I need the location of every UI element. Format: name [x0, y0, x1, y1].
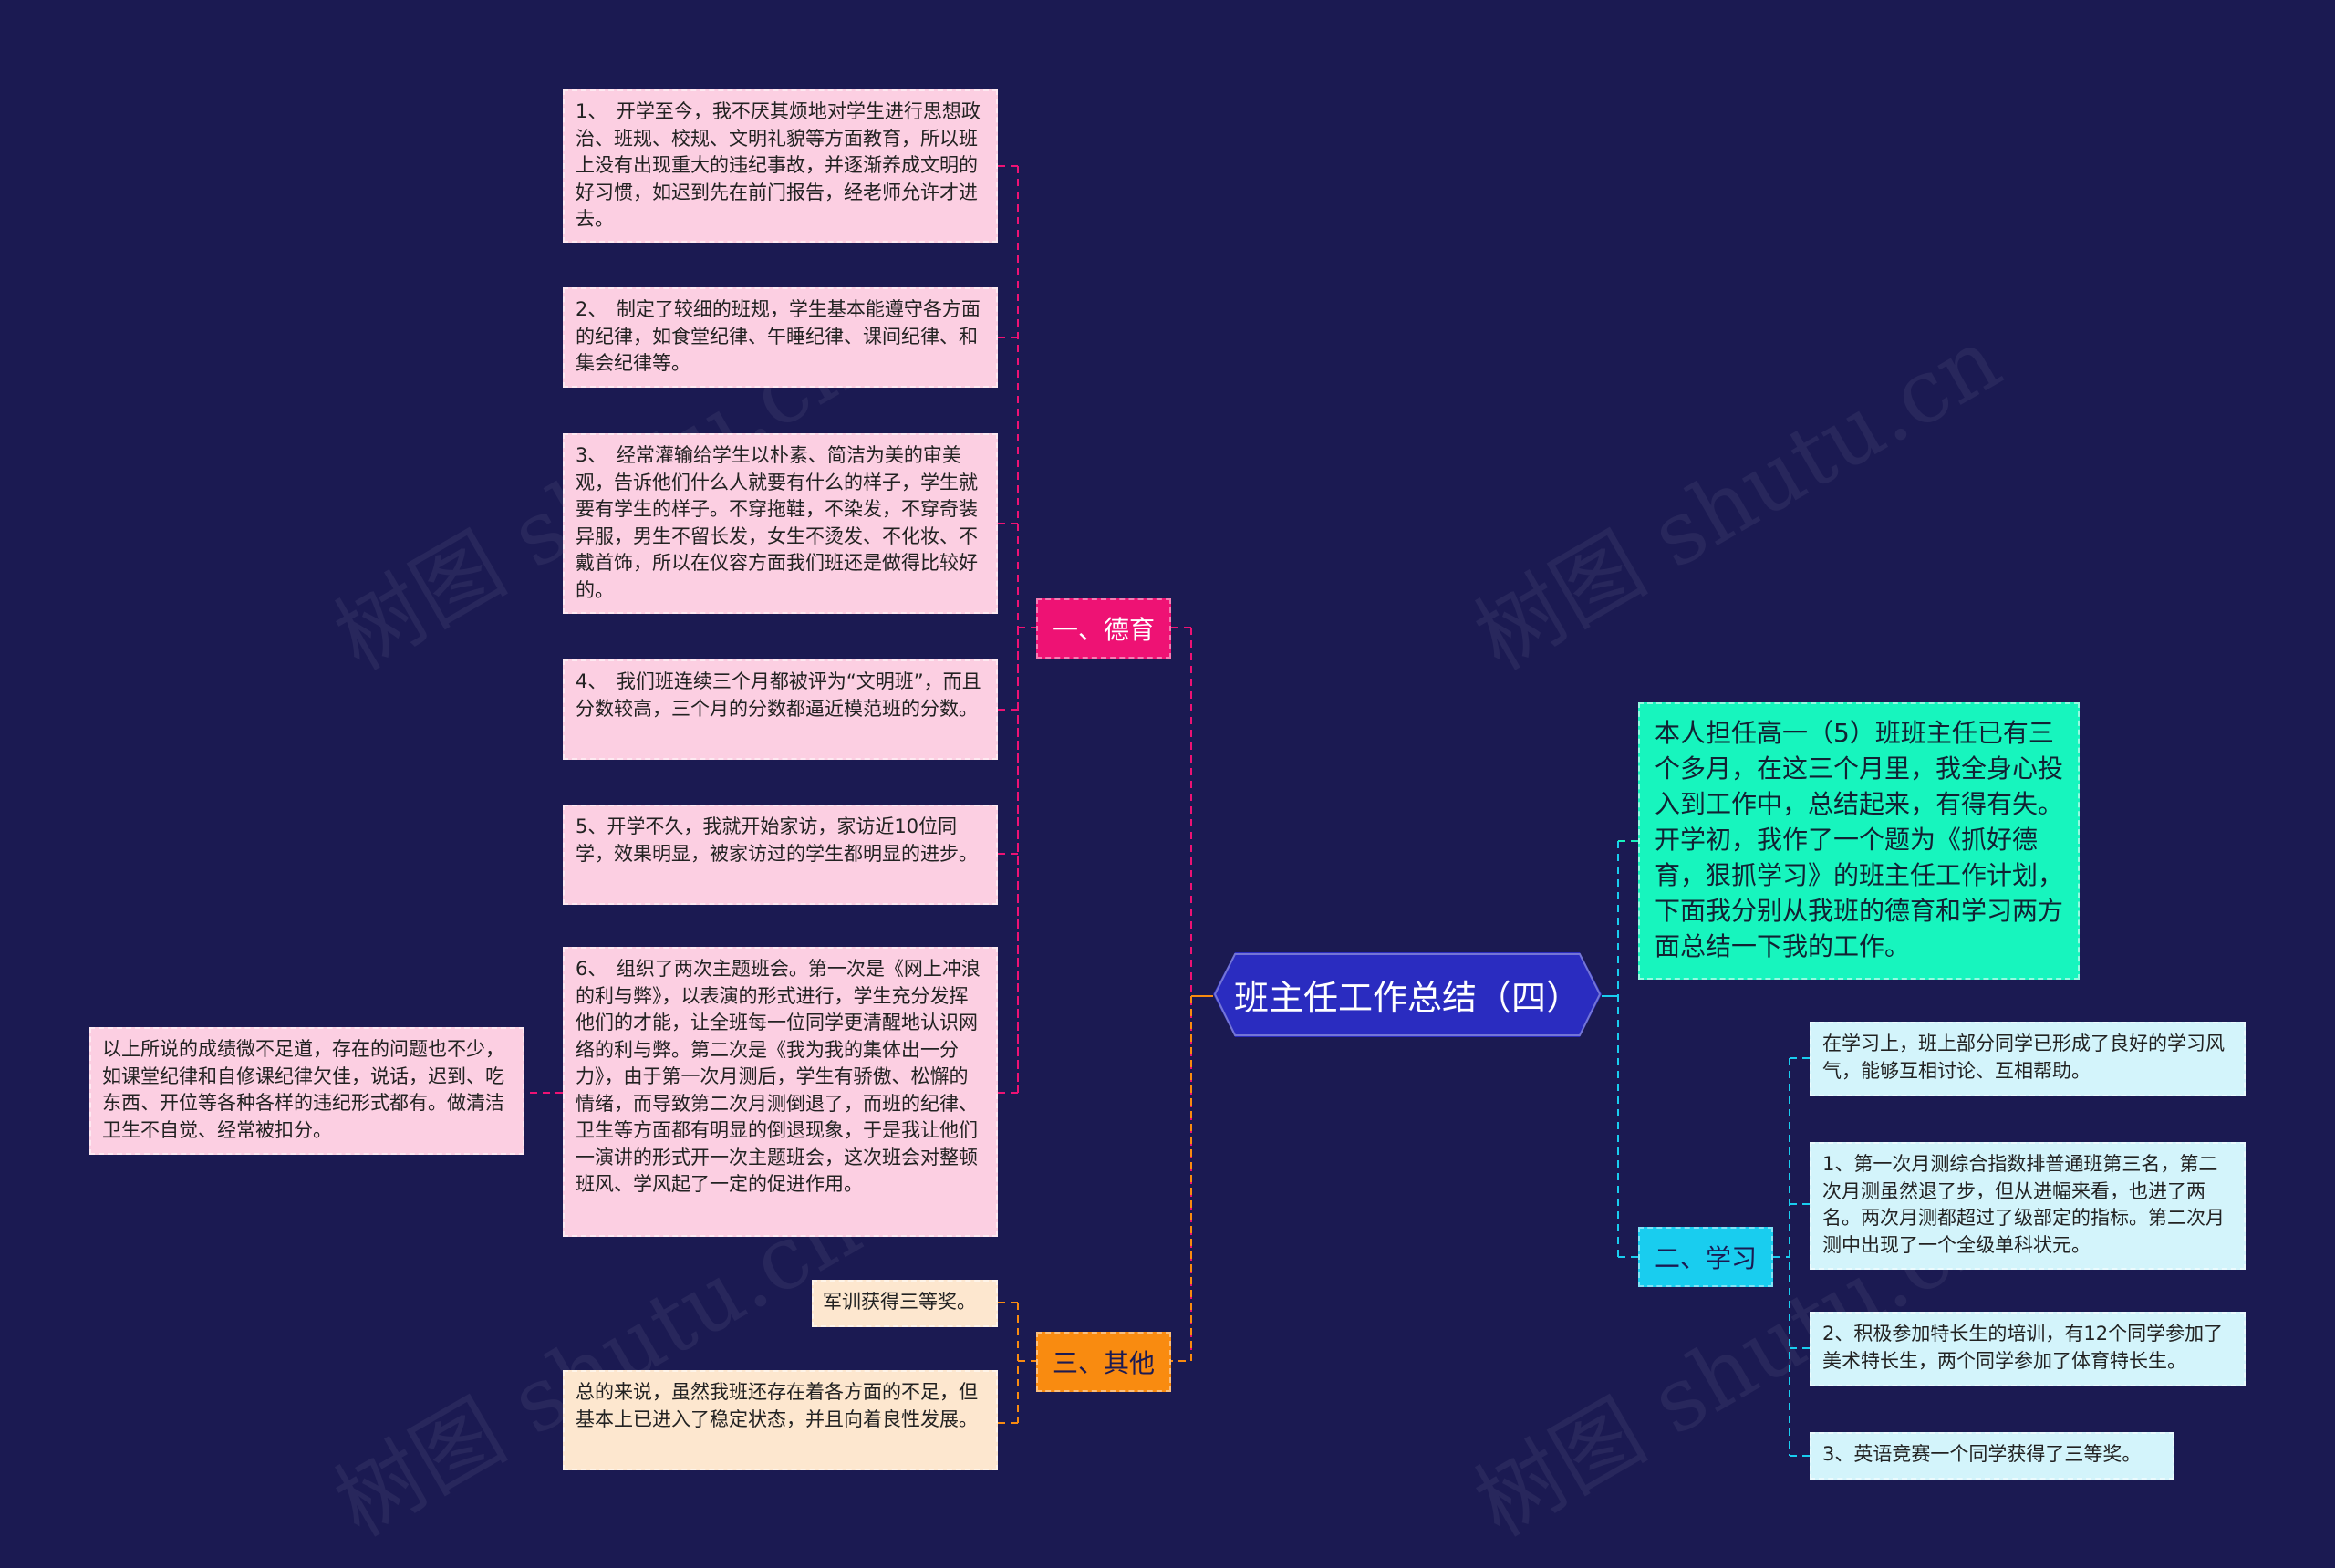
- qita-item-1[interactable]: 军训获得三等奖。: [812, 1280, 998, 1327]
- xuexi-item-3[interactable]: 3、英语竞赛一个同学获得了三等奖。: [1810, 1432, 2174, 1480]
- branch-qita[interactable]: 三、其他: [1036, 1332, 1171, 1392]
- deyu-item-3[interactable]: 3、 经常灌输给学生以朴素、简洁为美的审美观，告诉他们什么人就要有什么的样子，学…: [563, 433, 998, 614]
- deyu-item-5[interactable]: 5、开学不久，我就开始家访，家访近10位同学，效果明显，被家访过的学生都明显的进…: [563, 805, 998, 905]
- qita-item-2[interactable]: 总的来说，虽然我班还存在着各方面的不足，但基本上已进入了稳定状态，并且向着良性发…: [563, 1370, 998, 1470]
- xuexi-item-intro[interactable]: 在学习上，班上部分同学已形成了良好的学习风气，能够互相讨论、互相帮助。: [1810, 1022, 2246, 1096]
- deyu-item-6[interactable]: 6、 组织了两次主题班会。第一次是《网上冲浪的利与弊》，以表演的形式进行，学生充…: [563, 947, 998, 1237]
- xuexi-item-1[interactable]: 1、第一次月测综合指数排普通班第三名，第二次月测虽然退了步，但从进幅来看，也进了…: [1810, 1142, 2246, 1270]
- intro-node[interactable]: 本人担任高一（5）班班主任已有三个多月，在这三个月里，我全身心投入到工作中，总结…: [1638, 702, 2080, 980]
- xuexi-item-2[interactable]: 2、积极参加特长生的培训，有12个同学参加了美术特长生，两个同学参加了体育特长生…: [1810, 1312, 2246, 1386]
- deyu-item-2[interactable]: 2、 制定了较细的班规，学生基本能遵守各方面的纪律，如食堂纪律、午睡纪律、课间纪…: [563, 287, 998, 388]
- root-hexagon-shape: [1213, 952, 1602, 1037]
- branch-deyu[interactable]: 一、德育: [1036, 598, 1171, 659]
- root-title: 班主任工作总结（四）: [1233, 978, 1581, 1018]
- deyu-item-4[interactable]: 4、 我们班连续三个月都被评为“文明班”，而且分数较高，三个月的分数都逼近模范班…: [563, 659, 998, 760]
- branch-xuexi[interactable]: 二、学习: [1638, 1227, 1773, 1287]
- deyu-item-1[interactable]: 1、 开学至今，我不厌其烦地对学生进行思想政治、班规、校规、文明礼貌等方面教育，…: [563, 89, 998, 243]
- deyu-sub-note[interactable]: 以上所说的成绩微不足道，存在的问题也不少，如课堂纪律和自修课纪律欠佳，说话，迟到…: [89, 1027, 524, 1155]
- root-node[interactable]: 班主任工作总结（四）: [1213, 952, 1602, 1037]
